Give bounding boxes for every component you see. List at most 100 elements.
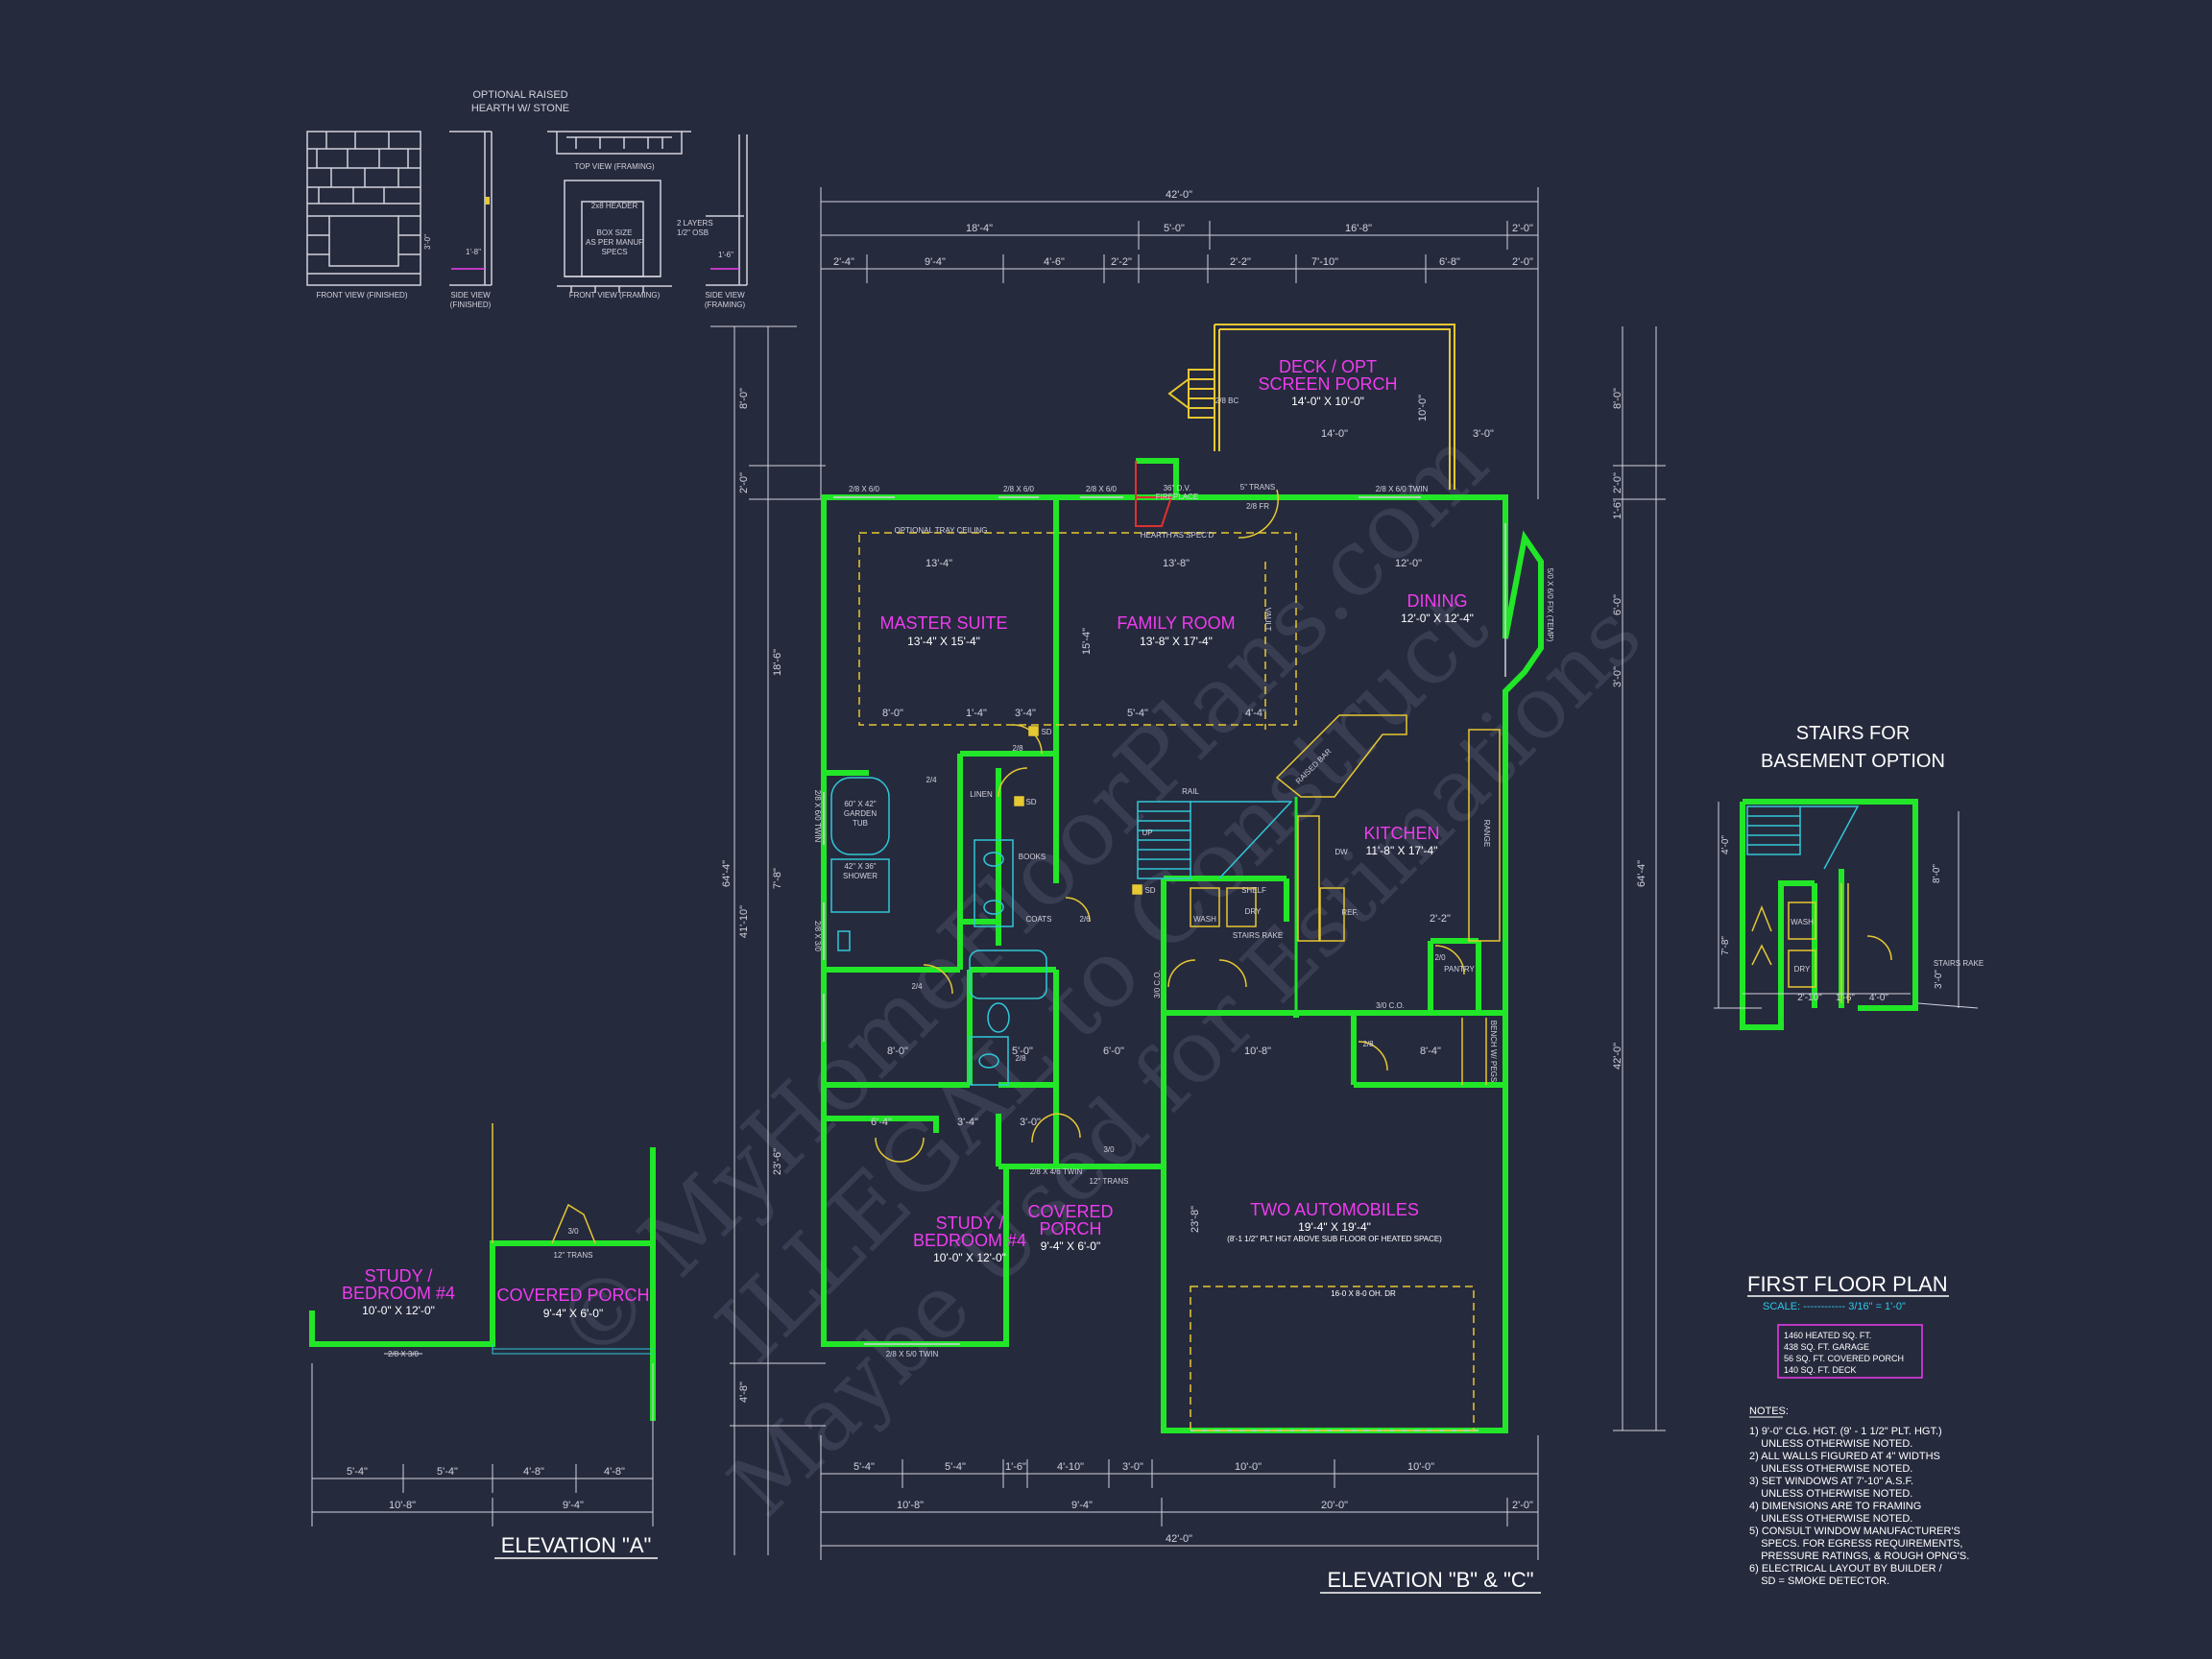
- door-label-5: 2/6: [1079, 915, 1091, 924]
- garden-tub-label-3: TUB: [853, 819, 868, 828]
- deck-stairs: [1167, 369, 1215, 419]
- dim-right-20: 2'-0": [1612, 472, 1623, 493]
- smoke-detector-2: [1014, 796, 1024, 806]
- dim-left-236: 23'-6": [772, 1148, 783, 1175]
- main-stairs: [1137, 801, 1293, 879]
- hearth-dim-c: 1'-6": [718, 251, 733, 259]
- basement-dry: DRY: [1794, 965, 1811, 974]
- note-line-7: UNLESS OTHERWISE NOTED.: [1749, 1513, 1912, 1525]
- dim-14: 1'-4": [966, 708, 987, 719]
- elev-a-dim1: 5'-4": [347, 1466, 368, 1478]
- smoke-detector-1: [1028, 726, 1039, 736]
- door-label-9: 3/0 C.O.: [1153, 970, 1162, 998]
- note-line-8: 5) CONSULT WINDOW MANUFACTURER'S: [1749, 1526, 1960, 1537]
- dim-hall-108: 10'-8": [1244, 1046, 1271, 1057]
- dim-hall-60: 6'-0": [1103, 1046, 1124, 1057]
- basement-dim-16: 1'-6": [1836, 993, 1855, 1003]
- tray-label: OPTIONAL TRAY CEILING: [894, 526, 987, 535]
- basement-dim-80: 8'-0": [1932, 864, 1942, 883]
- dim-deck-w: 14'-0": [1321, 428, 1348, 440]
- side-view-framing-label-2: (FRAMING): [705, 301, 746, 309]
- door-label-1: 2/8: [1012, 744, 1023, 753]
- window-label-5: 2/8 X 5/0 TWIN: [886, 1350, 939, 1358]
- elev-a-study-2: BEDROOM #4: [342, 1284, 455, 1303]
- dim-34: 3'-4": [1015, 708, 1036, 719]
- stairs-basement-title-2: BASEMENT OPTION: [1761, 751, 1945, 772]
- sd-label-2: SD: [1025, 798, 1036, 806]
- kitchen-counter-left: [1297, 815, 1320, 942]
- dim-t1: 18'-4": [966, 223, 993, 234]
- elev-a-study-1: STUDY /: [365, 1266, 433, 1286]
- bench-label: BENCH W/ PEGS: [1489, 1021, 1498, 1082]
- dim-right-30: 3'-0": [1612, 666, 1623, 687]
- dim-bot-9: 9'-4": [1071, 1500, 1093, 1511]
- area-heated: 1460 HEATED SQ. FT.: [1784, 1331, 1871, 1340]
- elev-a-dim6: 9'-4": [563, 1500, 584, 1511]
- plan-title: FIRST FLOOR PLAN: [1747, 1272, 1948, 1296]
- tray-ceiling-outline: [858, 532, 1297, 726]
- top-view-framing-label: TOP VIEW (FRAMING): [574, 162, 655, 171]
- door-label-7: 2/8: [1362, 1040, 1374, 1048]
- side-view-framing-label-1: SIDE VIEW: [705, 291, 745, 300]
- dim-44: 4'-4": [1245, 708, 1266, 719]
- dim-t3: 16'-8": [1345, 223, 1372, 234]
- stairs-basement-title-1: STAIRS FOR: [1796, 723, 1911, 744]
- dim-bot-6: 10'-0": [1235, 1461, 1262, 1473]
- layers-1: 2 LAYERS: [677, 219, 713, 228]
- dim-hall-80: 8'-0": [887, 1046, 908, 1057]
- deck-label-1: DECK / OPT: [1279, 357, 1377, 376]
- dim-bot-3: 1'-6": [1005, 1461, 1026, 1473]
- dim-s5: 2'-2": [1230, 256, 1251, 268]
- porch-size: 9'-4" X 6'-0": [1041, 1239, 1100, 1253]
- kitchen-counter-right: [1468, 729, 1501, 942]
- deck-outline: [1214, 324, 1455, 490]
- porch-label-1: COVERED: [1027, 1202, 1113, 1221]
- elev-a-dim2: 5'-4": [437, 1466, 458, 1478]
- garage-size: 19'-4" X 19'-4": [1298, 1220, 1371, 1234]
- area-porch: 56 SQ. FT. COVERED PORCH: [1784, 1354, 1904, 1363]
- books-label: BOOKS: [1019, 853, 1046, 861]
- basement-dim-78: 7'-8": [1720, 936, 1731, 955]
- dim-left-410: 41'-10": [738, 905, 750, 938]
- note-line-0: 1) 9'-0" CLG. HGT. (9' - 1 1/2" PLT. HGT…: [1749, 1426, 1942, 1437]
- dim-bot-5: 3'-0": [1122, 1461, 1143, 1473]
- kitchen-garage-walls: [1161, 876, 1505, 1166]
- dim-right-16: 1'-6": [1612, 498, 1623, 519]
- hall-toilet: [987, 1002, 1010, 1033]
- sd-label-1: SD: [1041, 728, 1051, 736]
- dim-s2: 9'-4": [925, 256, 946, 268]
- dim-deck-off: 3'-0": [1473, 428, 1494, 440]
- dim-s1: 2'-4": [833, 256, 854, 268]
- dim-64: 6'-4": [871, 1117, 892, 1128]
- dim-34b: 3'-4": [957, 1117, 978, 1128]
- linen-label: LINEN: [970, 790, 993, 799]
- family-size: 13'-8" X 17'-4": [1140, 635, 1213, 648]
- basement-dim-210: 2'-10": [1797, 993, 1822, 1003]
- hearth-title-2: HEARTH W/ STONE: [471, 103, 569, 114]
- fireplace-firebox: [1135, 461, 1173, 527]
- note-line-9: SPECS. FOR EGRESS REQUIREMENTS,: [1749, 1538, 1962, 1550]
- dim-dining-w: 12'-0": [1395, 558, 1422, 569]
- basement-dim-40: 4'-0": [1720, 835, 1731, 854]
- elevation-a-label: ELEVATION "A": [501, 1533, 652, 1557]
- dim-238: 23'-8": [1190, 1206, 1201, 1233]
- porch-label-2: PORCH: [1039, 1219, 1101, 1238]
- hearth-dim-b: 1'-8": [466, 248, 481, 256]
- fr28-label: 2/8 FR: [1246, 502, 1269, 511]
- dim-right-64: 64'-4": [1636, 860, 1647, 887]
- dim-right-60: 6'-0": [1612, 594, 1623, 615]
- family-label: FAMILY ROOM: [1117, 613, 1235, 633]
- dim-top-total: 42'-0": [1166, 189, 1192, 201]
- dim-deck-d: 10'-0": [1417, 395, 1429, 421]
- master-label: MASTER SUITE: [879, 613, 1007, 633]
- window-label-1: 2/8 X 6/0: [849, 485, 880, 493]
- shower: [830, 858, 890, 913]
- hearth-title-1: OPTIONAL RAISED: [472, 89, 567, 101]
- fixtures: [830, 489, 1501, 1431]
- garage-label: TWO AUTOMOBILES: [1250, 1200, 1419, 1219]
- elev-a-dim5: 10'-8": [389, 1500, 416, 1511]
- kitchen-label: KITCHEN: [1363, 824, 1439, 843]
- window-label-7: 2/8 X 6/0 TWIN: [813, 790, 822, 843]
- box-size-3: SPECS: [601, 248, 627, 256]
- note-line-6: 4) DIMENSIONS ARE TO FRAMING: [1749, 1501, 1921, 1512]
